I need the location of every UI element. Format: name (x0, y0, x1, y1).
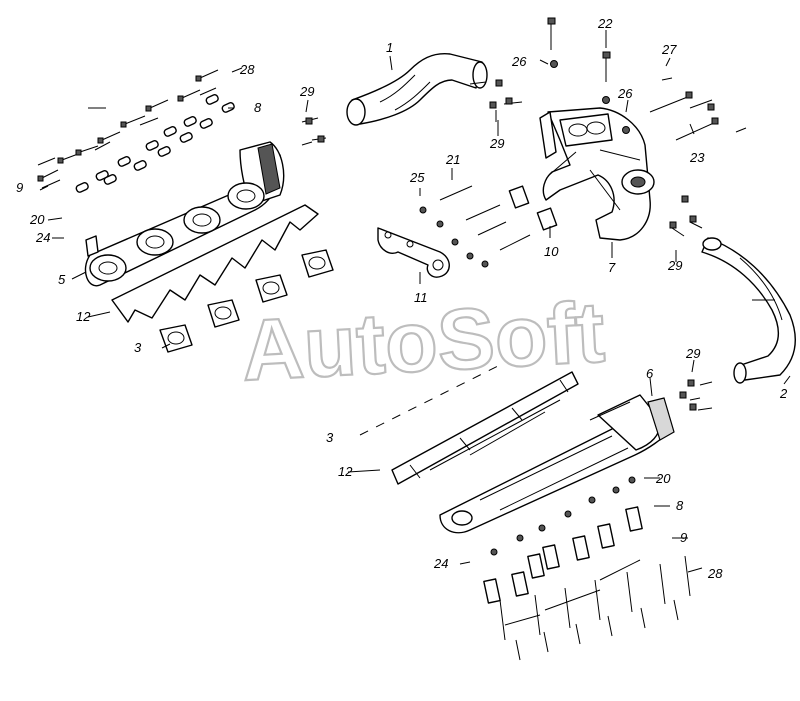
callout-3-upper: 3 (134, 340, 142, 355)
callout-24-upper: 24 (35, 230, 50, 245)
callout-20-lower: 20 (655, 471, 671, 486)
callout-9-upper: 9 (16, 180, 23, 195)
callout-9-lower: 9 (680, 530, 687, 545)
callout-1: 1 (386, 40, 393, 55)
callout-27: 27 (661, 42, 677, 57)
callout-29-center: 29 (489, 136, 504, 151)
exhaust-pipe-1 (346, 53, 488, 126)
heat-shield-left (111, 204, 319, 323)
callout-29-right-lower: 29 (685, 346, 700, 361)
gaskets-lower (359, 364, 501, 436)
heat-shield-lower (391, 371, 579, 485)
callout-25: 25 (409, 170, 425, 185)
callout-10: 10 (544, 244, 559, 259)
exhaust-manifold-center-7 (539, 107, 655, 241)
callout-29-right-upper: 29 (667, 258, 682, 273)
callout-6: 6 (646, 366, 654, 381)
callout-8-upper: 8 (254, 100, 262, 115)
bolts-lower-set (483, 476, 691, 661)
callout-12-lower: 12 (338, 464, 353, 479)
callout-3-lower: 3 (326, 430, 334, 445)
callout-5: 5 (58, 272, 66, 287)
callout-29-left: 29 (299, 84, 314, 99)
callout-26-left: 26 (511, 54, 527, 69)
bolts-29-set (301, 79, 713, 411)
studs-and-nuts-center (419, 185, 558, 268)
callout-28-lower: 28 (707, 566, 723, 581)
bracket-11 (377, 227, 450, 278)
watermark-text: AutoSoft (239, 284, 607, 399)
callout-22: 22 (597, 16, 613, 31)
callout-12-upper: 12 (76, 309, 91, 324)
exhaust-manifold-lower-6 (439, 394, 675, 534)
exhaust-pipe-2 (701, 237, 796, 384)
bolts-right-top (547, 17, 747, 141)
bolts-left-set (37, 69, 235, 193)
callout-24-lower: 24 (433, 556, 448, 571)
callout-21: 21 (445, 152, 460, 167)
callout-7: 7 (608, 260, 616, 275)
callout-2: 2 (779, 386, 788, 401)
callout-11: 11 (414, 290, 428, 305)
callout-28-upper: 28 (239, 62, 255, 77)
callout-8-lower: 8 (676, 498, 684, 513)
manifold-left-ports (89, 182, 265, 282)
callout-26-right: 26 (617, 86, 633, 101)
callout-numbers: 1 2 3 3 5 6 7 8 8 9 9 10 11 12 12 20 20 … (16, 16, 788, 581)
callout-23: 23 (689, 150, 705, 165)
callout-20-upper: 20 (29, 212, 45, 227)
exhaust-manifold-left (84, 141, 285, 287)
leader-lines (47, 30, 791, 573)
gaskets-left (159, 249, 334, 353)
